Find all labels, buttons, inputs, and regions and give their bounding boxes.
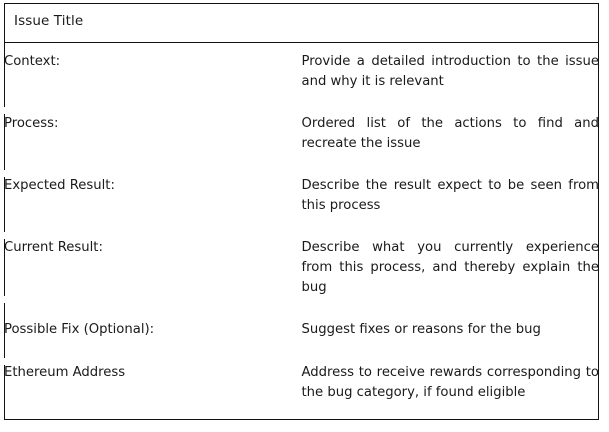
row-value-current-result: Describe what you currently experience f…	[301, 240, 600, 296]
row-label-expected-result: Expected Result:	[4, 178, 115, 194]
table-row: Possible Fix (Optional): Suggest fixes o…	[4, 309, 599, 351]
row-label-current-result: Current Result:	[4, 240, 103, 256]
table-row: Context: Provide a detailed introduction…	[4, 41, 599, 103]
row-value-process: Ordered list of the actions to find and …	[301, 116, 600, 152]
page-title: Issue Title	[14, 13, 84, 29]
issue-template-table: Issue Title Context: Provide a detailed …	[4, 3, 599, 414]
row-label-possible-fix: Possible Fix (Optional):	[4, 322, 155, 338]
header-cell: Issue Title	[4, 3, 599, 41]
row-label-ethereum-address: Ethereum Address	[4, 364, 126, 380]
table-body: Issue Title Context: Provide a detailed …	[4, 3, 599, 414]
table-row: Ethereum Address Address to receive rewa…	[4, 352, 599, 414]
row-label-process: Process:	[4, 116, 59, 131]
row-value-ethereum-address: Address to receive rewards corresponding…	[301, 364, 600, 400]
row-value-context: Provide a detailed introduction to the i…	[301, 53, 600, 89]
row-value-possible-fix: Suggest fixes or reasons for the bug	[301, 322, 541, 338]
table-row: Current Result: Describe what you curren…	[4, 227, 599, 309]
table-row: Process: Ordered list of the actions to …	[4, 103, 599, 165]
row-label-context: Context:	[4, 53, 61, 69]
row-value-expected-result: Describe the result expect to be seen fr…	[301, 178, 600, 214]
table-row: Expected Result: Describe the result exp…	[4, 165, 599, 227]
table-header-row: Issue Title	[4, 3, 599, 41]
